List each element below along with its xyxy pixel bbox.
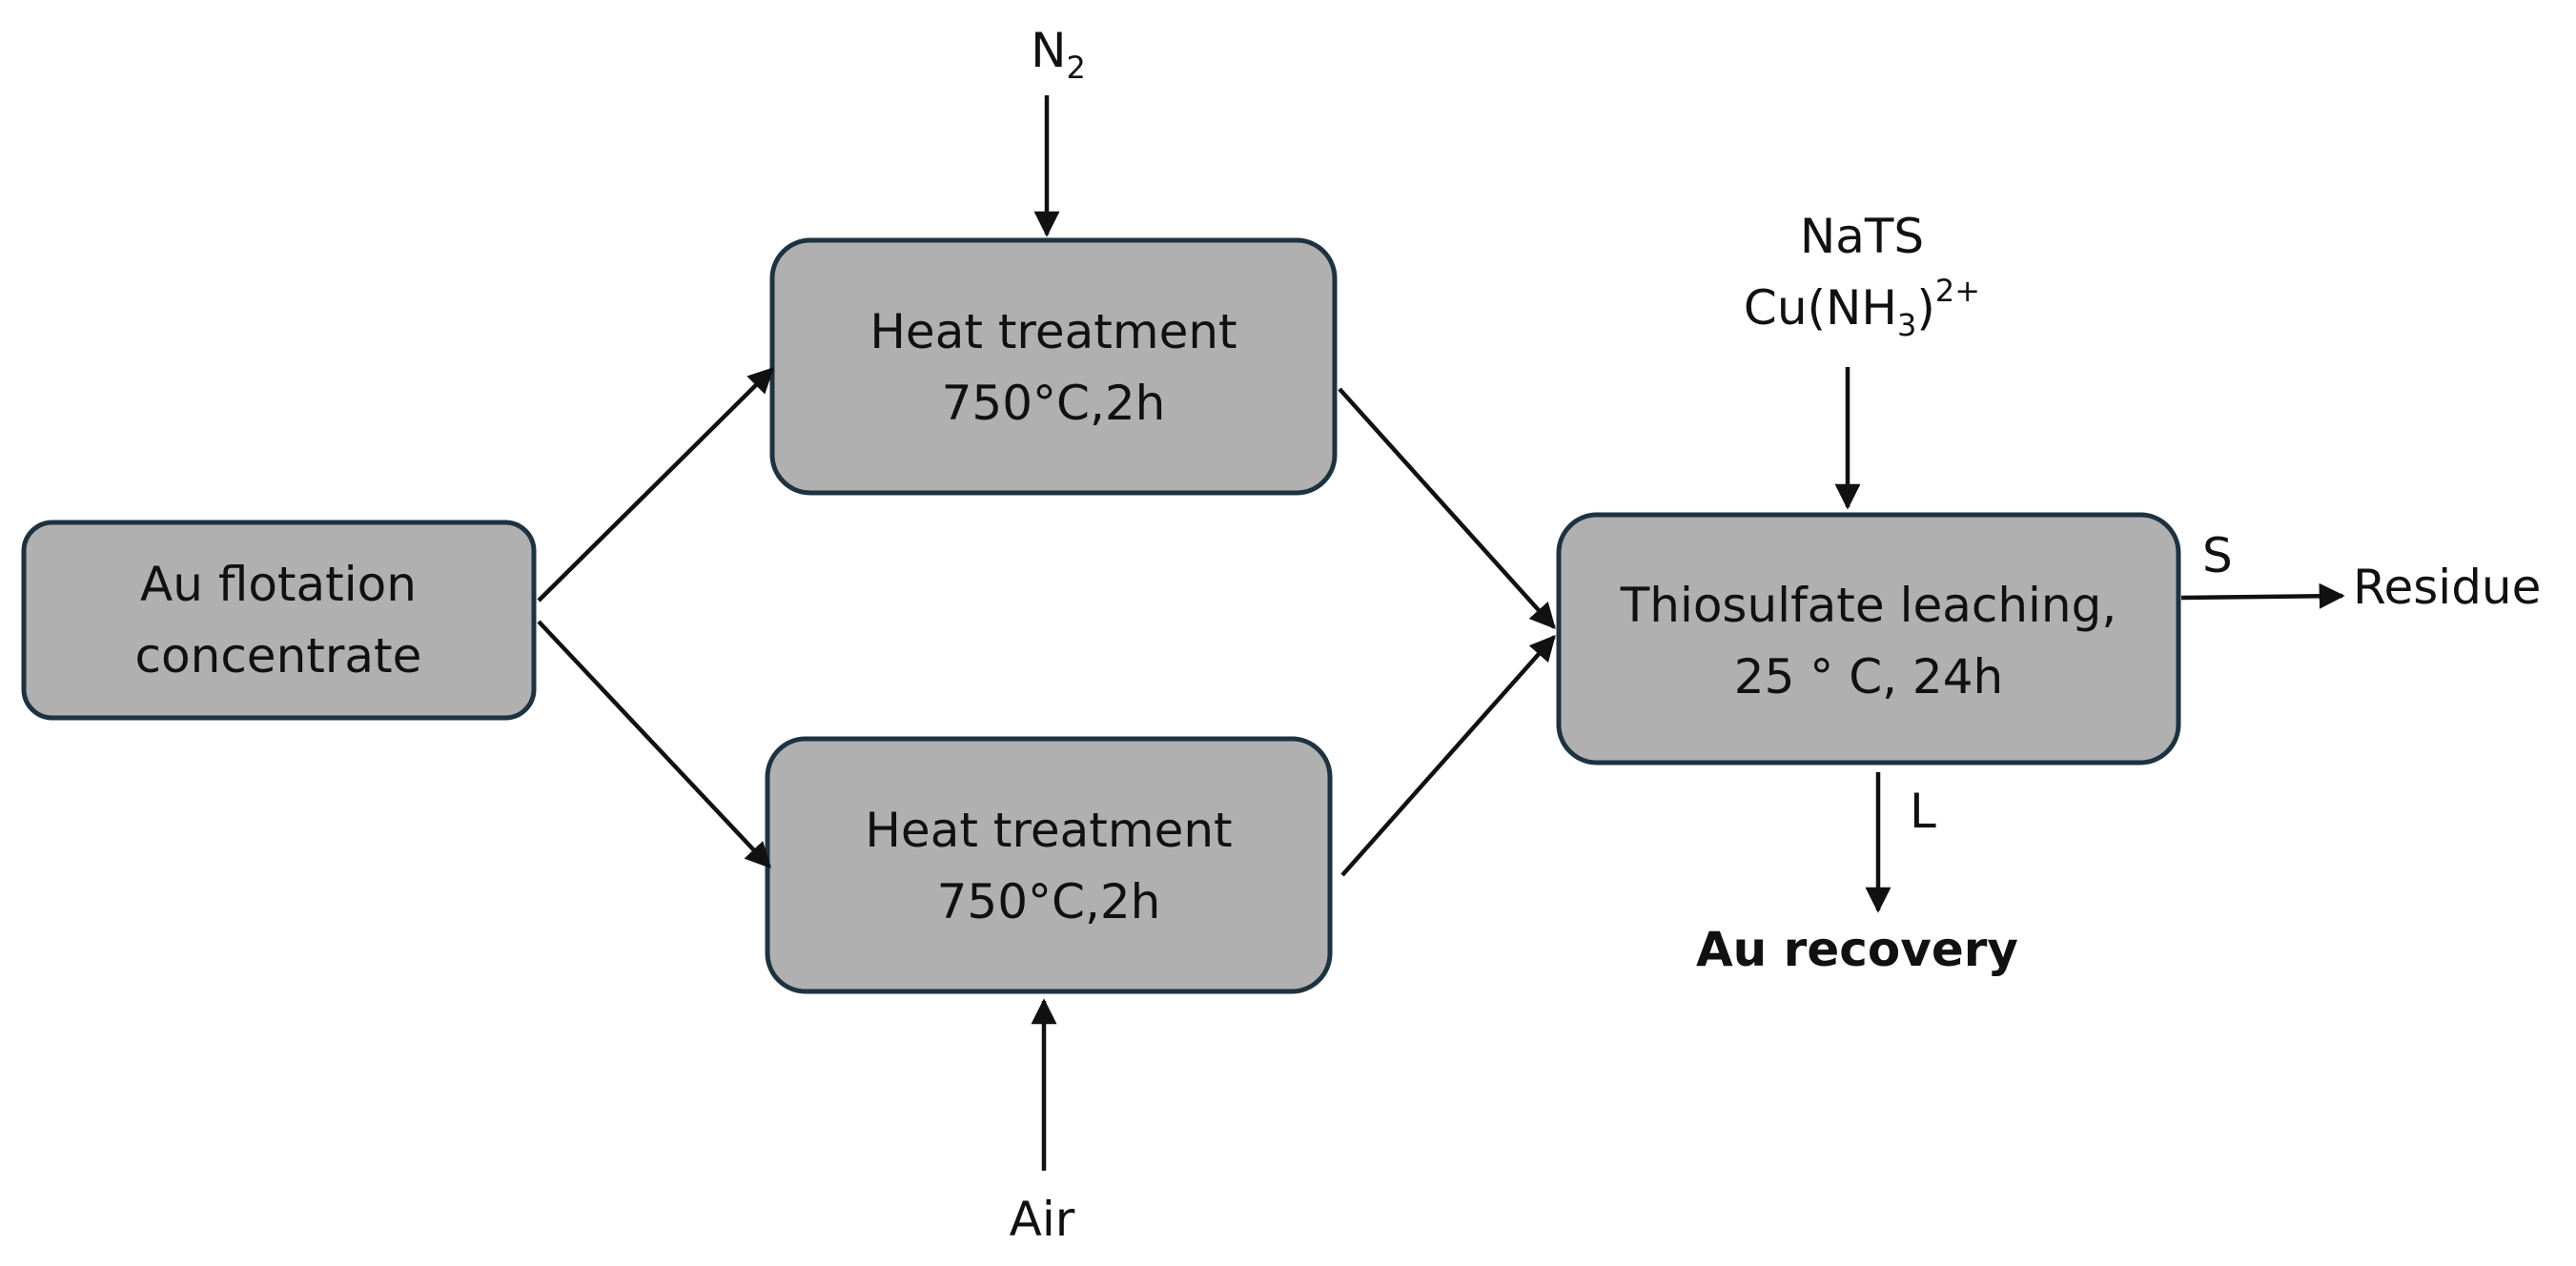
input-n2-main: N — [1031, 23, 1066, 78]
output-residue-label: Residue — [2353, 560, 2541, 615]
node-au-flotation-concentrate-line2: concentrate — [135, 628, 422, 684]
input-reagent-copper-ammine-suffix: ) — [1916, 280, 1935, 336]
input-reagent-copper-ammine: Cu(NH3)2+ — [1744, 273, 1980, 343]
input-reagent-copper-ammine-subscript: 3 — [1897, 307, 1916, 343]
node-thiosulfate-leaching: Thiosulfate leaching, 25 ° C, 24h — [1556, 512, 2181, 766]
arrow-heat-n2-to-leaching — [1338, 387, 1556, 630]
arrow-heat-air-to-leaching — [1340, 634, 1556, 877]
arrow-concentrate-to-heat-n2 — [537, 367, 774, 602]
input-reagent-nats: NaTS — [1800, 209, 1924, 264]
node-heat-treatment-n2-line2: 750°C,2h — [942, 376, 1166, 431]
node-au-flotation-concentrate: Au flotation concentrate — [21, 520, 537, 721]
node-thiosulfate-leaching-box — [1556, 512, 2181, 766]
output-solid-label: S — [2202, 528, 2233, 583]
node-heat-treatment-air: Heat treatment 750°C,2h — [765, 736, 1333, 994]
input-reagent-copper-ammine-prefix: Cu(NH — [1744, 280, 1897, 336]
arrow-leaching-to-residue — [2180, 582, 2345, 609]
input-air-label: Air — [1010, 1192, 1075, 1247]
node-au-flotation-concentrate-line1: Au flotation — [140, 557, 417, 612]
node-heat-treatment-n2-box — [769, 237, 1338, 496]
input-n2-label: N2 — [1031, 23, 1086, 86]
node-thiosulfate-leaching-line1: Thiosulfate leaching, — [1620, 578, 2117, 633]
node-heat-treatment-n2-line1: Heat treatment — [869, 304, 1237, 359]
input-reagent-copper-ammine-superscript: 2+ — [1935, 273, 1980, 309]
node-au-flotation-concentrate-box — [21, 520, 537, 721]
node-thiosulfate-leaching-line2: 25 ° C, 24h — [1734, 649, 2003, 704]
output-au-recovery-label: Au recovery — [1696, 922, 2018, 977]
output-liquid-label: L — [1910, 784, 1936, 839]
node-heat-treatment-air-line2: 750°C,2h — [937, 874, 1161, 929]
input-n2-subscript: 2 — [1067, 50, 1086, 86]
node-heat-treatment-air-line1: Heat treatment — [865, 803, 1232, 858]
node-heat-treatment-n2: Heat treatment 750°C,2h — [769, 237, 1338, 496]
arrow-concentrate-to-heat-air — [537, 620, 771, 868]
node-heat-treatment-air-box — [765, 736, 1333, 994]
